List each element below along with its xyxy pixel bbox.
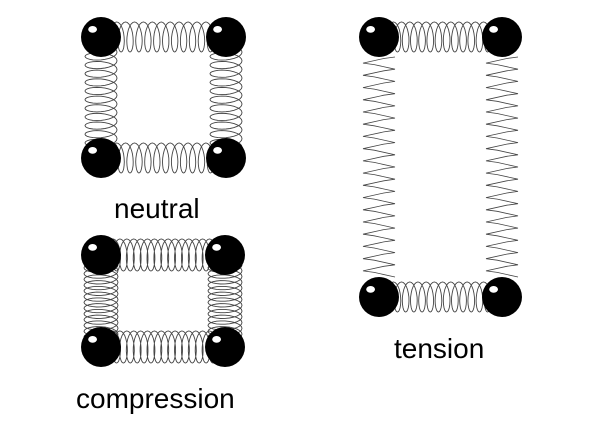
neutral-ball-bottom-left [81, 138, 121, 178]
tension-spring-right [485, 56, 519, 278]
tension-spring-left [362, 56, 396, 278]
compression-ball-bottom-right [205, 327, 245, 367]
tension-ball-top-right [482, 17, 522, 57]
neutral-ball-top-left [81, 17, 121, 57]
tension-ball-bottom-right [482, 277, 522, 317]
neutral-label: neutral [114, 193, 200, 224]
neutral-ball-top-right [206, 17, 246, 57]
neutral-spring-left [84, 35, 118, 165]
compression-ball-top-left [81, 235, 121, 275]
springs-layer [83, 21, 519, 364]
neutral-spring-top [99, 21, 232, 53]
tension-ball-top-left [359, 17, 399, 57]
neutral-spring-right [209, 35, 243, 165]
balls-layer [81, 17, 522, 367]
neutral-spring-bottom [99, 142, 232, 174]
compression-ball-top-right [205, 235, 245, 275]
compression-ball-bottom-left [81, 327, 121, 367]
neutral-ball-bottom-right [206, 138, 246, 178]
tension-label: tension [394, 333, 485, 364]
compression-label: compression [76, 383, 235, 414]
tension-ball-bottom-left [359, 277, 399, 317]
